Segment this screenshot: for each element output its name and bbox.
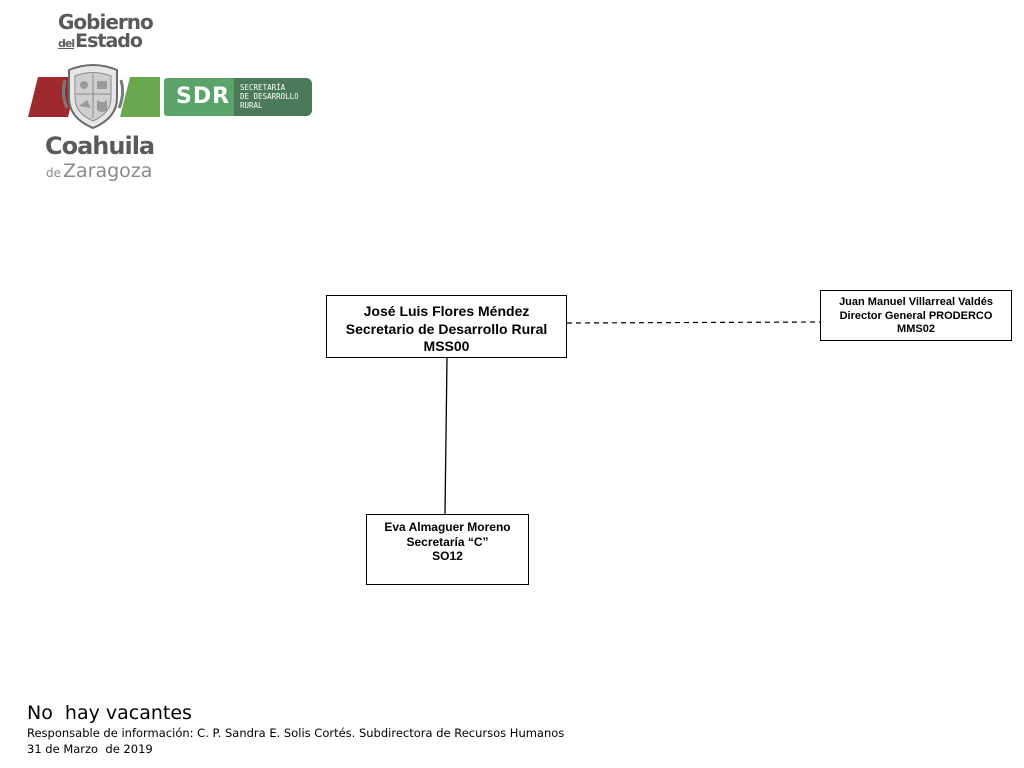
org-box-director: Juan Manuel Villarreal Valdés Director G… [820,290,1012,341]
org-box-secretario: José Luis Flores Méndez Secretario de De… [326,295,567,358]
logo-del-estado-text: delEstado [58,30,143,52]
logo-gobierno-text: Gobierno [58,10,154,34]
secretaria-code: SO12 [432,549,463,563]
responsible-info-text: Responsable de información: C. P. Sandra… [27,726,565,740]
sdr-acronym: SDR [176,84,231,109]
org-box-secretaria: Eva Almaguer Moreno Secretaría “C” SO12 [366,514,529,585]
secretario-name: José Luis Flores Méndez [363,303,530,319]
logo-del-text: del [58,37,75,50]
sdr-badge-dark-panel [234,78,312,116]
logo-de-text: de [46,166,61,180]
coat-of-arms-icon [61,64,125,130]
secretario-title: Secretario de Desarrollo Rural [345,320,548,337]
logo-estado-text: Estado [75,30,143,52]
no-vacancies-text: No hay vacantes [27,702,192,724]
director-code: MMS02 [897,323,935,335]
director-title: Director General PRODERCO [839,309,993,322]
director-name: Juan Manuel Villarreal Valdés [839,296,993,308]
logo-coahuila-text: Coahuila [45,132,155,160]
government-logo: Gobierno delEstado SDR SECRETARÍA DE DES… [28,8,318,188]
dashed-connector-secretario-director [566,321,821,324]
logo-zaragoza-text: Zaragoza [63,160,153,182]
secretaria-name: Eva Almaguer Moreno [384,520,511,534]
solid-connector-secretario-secretaria [444,357,448,515]
report-date-text: 31 de Marzo de 2019 [27,742,153,756]
secretario-code: MSS00 [423,338,470,354]
sdr-badge: SDR SECRETARÍA DE DESARROLLO RURAL [164,78,312,116]
sdr-subtitle: SECRETARÍA DE DESARROLLO RURAL [240,83,299,110]
secretaria-title: Secretaría “C” [406,534,489,549]
